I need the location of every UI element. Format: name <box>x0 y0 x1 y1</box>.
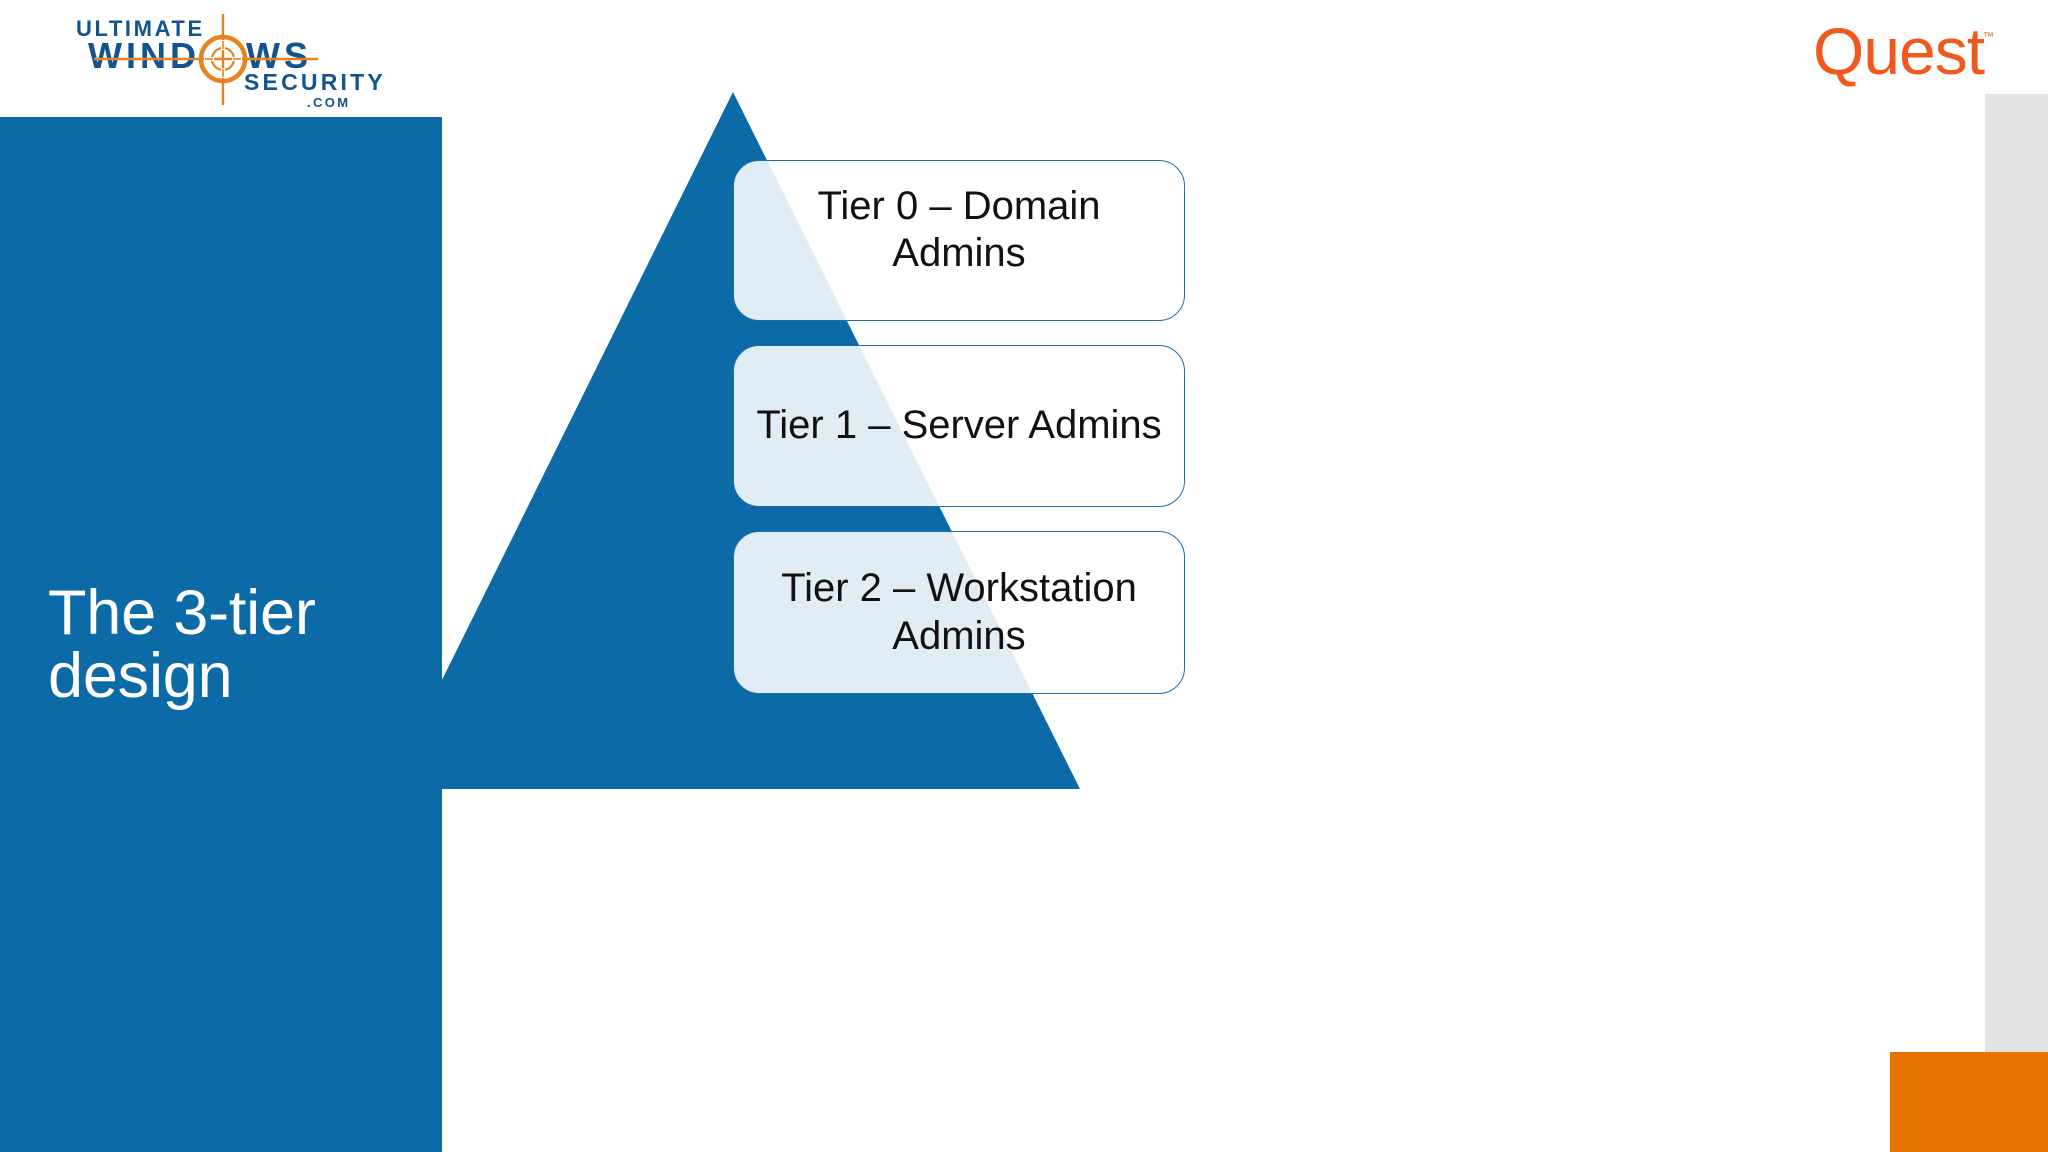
page-title: The 3-tier design <box>48 578 316 711</box>
svg-text:.COM: .COM <box>307 95 351 110</box>
tier-box-1[interactable]: Tier 1 – Server Admins <box>733 345 1185 507</box>
svg-text:Quest: Quest <box>1813 18 1985 88</box>
title-panel: The 3-tier design <box>0 117 442 1152</box>
tier-box-2-label: Tier 2 – Workstation Admins <box>781 566 1137 658</box>
ultimate-windows-security-logo: ULTIMATE WIND WS SECURITY .COM <box>60 10 390 115</box>
tier-box-2[interactable]: Tier 2 – Workstation Admins <box>733 531 1185 694</box>
svg-text:™: ™ <box>1983 31 1994 43</box>
quest-logo: Quest ™ <box>1813 18 2003 90</box>
bottom-right-orange-accent <box>1890 1052 2048 1152</box>
svg-text:WS: WS <box>246 35 312 76</box>
svg-text:ULTIMATE: ULTIMATE <box>76 16 205 41</box>
right-gray-accent-strip <box>1985 94 2048 1052</box>
tier-box-0-label: Tier 0 – Domain Admins <box>817 184 1101 276</box>
tier-box-0[interactable]: Tier 0 – Domain Admins <box>733 160 1185 321</box>
tier-box-1-label: Tier 1 – Server Admins <box>756 403 1162 448</box>
svg-text:SECURITY: SECURITY <box>244 69 386 95</box>
svg-text:WIND: WIND <box>88 35 200 76</box>
